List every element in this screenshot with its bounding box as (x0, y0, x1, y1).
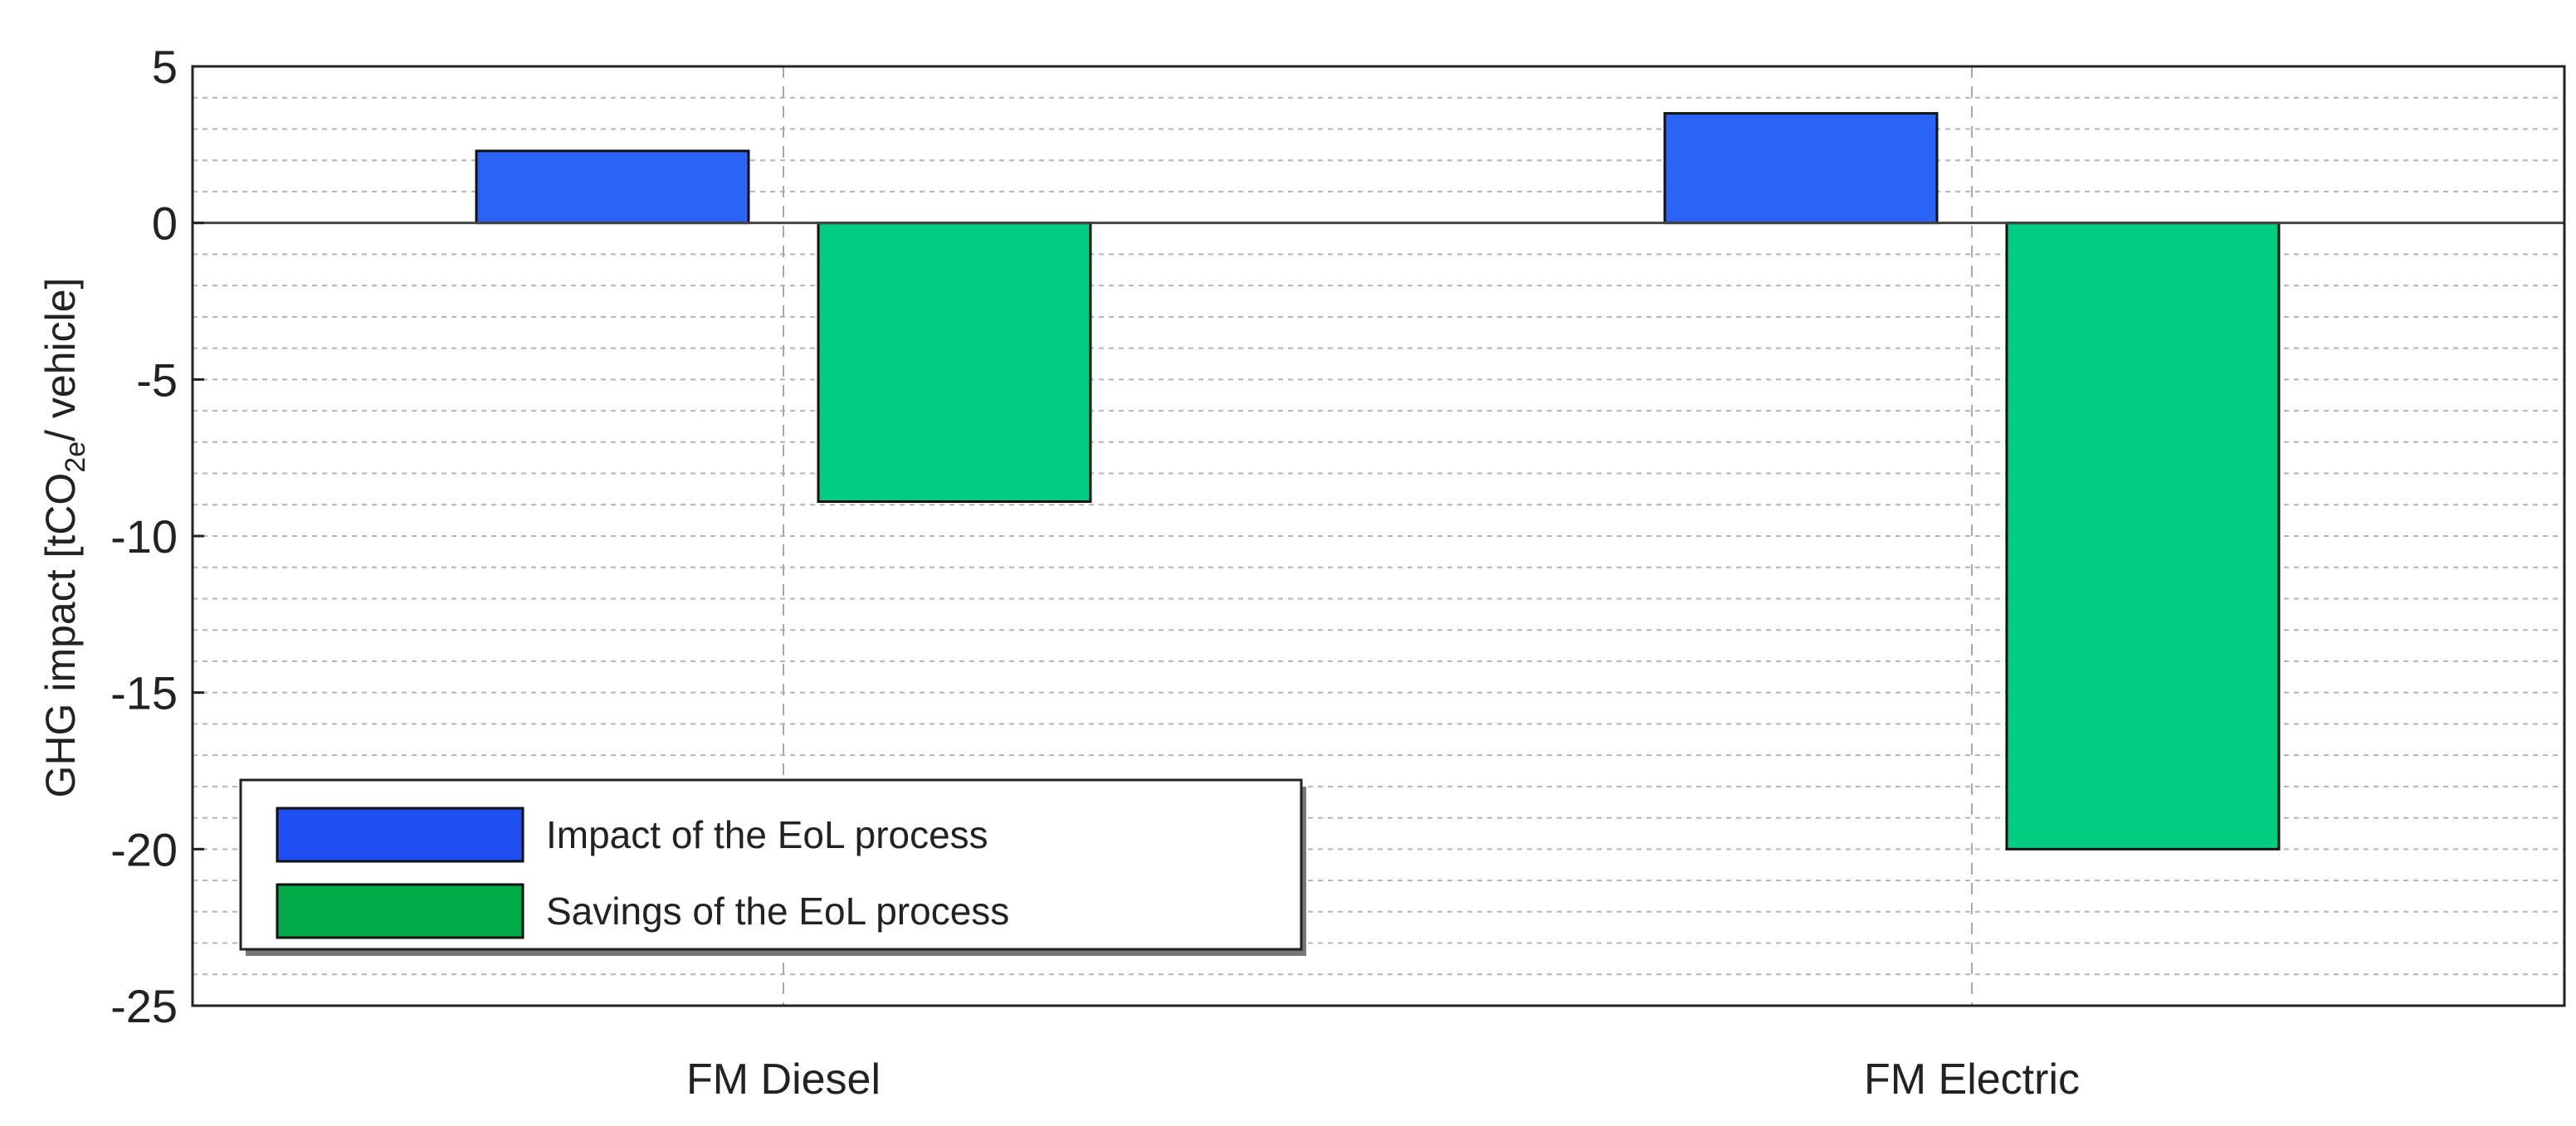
legend-label: Savings of the EoL process (546, 890, 1009, 933)
legend-swatch (276, 883, 524, 939)
y-tick-label: -10 (110, 510, 178, 563)
x-tick-label: FM Diesel (686, 1055, 881, 1104)
bar-savings-electric (2005, 222, 2281, 851)
axes: 5 0 -5 -10 -15 -20 -25 FM Diesel FM Electric GHG … (37, 41, 2566, 1104)
y-tick-label: -15 (110, 667, 178, 719)
y-tick-label: -25 (110, 980, 178, 1032)
y-axis-label: GHG impact [tCO2e/ vehicle] (37, 278, 91, 798)
bar-savings-diesel (817, 222, 1092, 503)
legend-swatch (276, 807, 524, 863)
bar-impact-electric (1663, 112, 1939, 225)
bars (475, 112, 2281, 851)
y-tick-label: -5 (136, 353, 178, 406)
y-tick-label: 0 (152, 197, 178, 250)
legend-label: Impact of the EoL process (546, 813, 988, 856)
y-tick-label: -20 (110, 823, 178, 875)
y-tick-label: 5 (152, 41, 178, 93)
bar-impact-diesel (475, 149, 750, 225)
x-tick-label: FM Electric (1864, 1055, 2080, 1104)
